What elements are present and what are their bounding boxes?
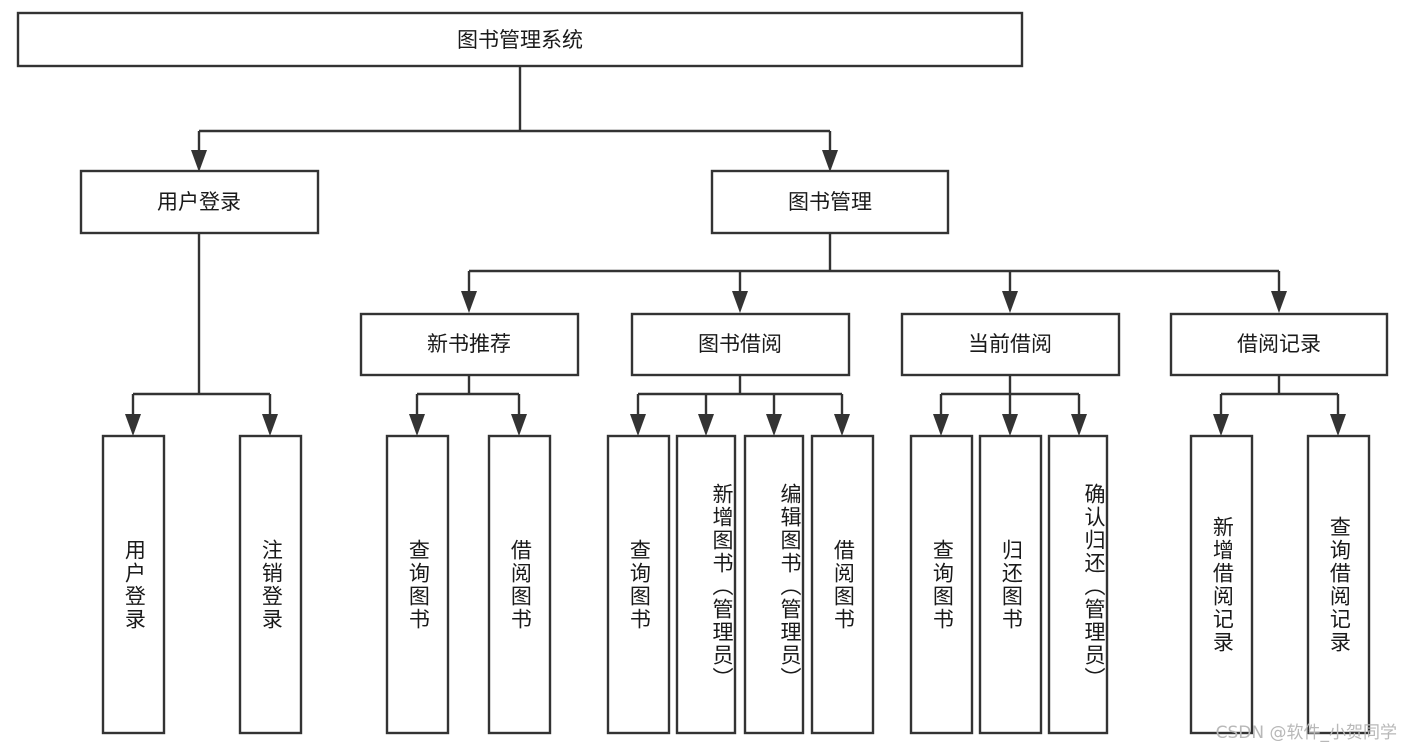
watermark-text: CSDN @软件_小贺同学 <box>1215 723 1397 743</box>
connector-current-to-leaves <box>933 375 1087 436</box>
node-root[interactable]: 图书管理系统 <box>16 11 1024 68</box>
leaf-box[interactable] <box>1047 434 1109 735</box>
node-user-login-label: 用户登录 <box>157 190 241 214</box>
node-new-book-recommend-label: 新书推荐 <box>427 332 511 356</box>
connector-root-to-level2 <box>191 66 838 172</box>
node-current-borrow[interactable]: 当前借阅 <box>900 312 1121 377</box>
connector-borrow-to-leaves <box>630 375 850 436</box>
leaf-box[interactable] <box>606 434 671 735</box>
node-new-book-recommend[interactable]: 新书推荐 <box>359 312 580 377</box>
node-book-borrow-label: 图书借阅 <box>698 332 782 356</box>
leaf-box[interactable] <box>675 434 737 735</box>
node-user-login[interactable]: 用户登录 <box>79 169 320 235</box>
connector-records-to-leaves <box>1213 375 1346 436</box>
connector-books-to-level3 <box>461 233 1287 313</box>
node-book-borrow[interactable]: 图书借阅 <box>630 312 851 377</box>
leaf-box[interactable] <box>1306 434 1371 735</box>
leaf-box[interactable] <box>487 434 552 735</box>
leaf-box[interactable] <box>978 434 1043 735</box>
node-book-management-label: 图书管理 <box>788 190 872 214</box>
connector-newbooks-to-leaves <box>409 375 527 436</box>
leaf-box[interactable] <box>743 434 805 735</box>
leaf-box[interactable] <box>810 434 875 735</box>
leaf-boxes <box>101 434 1371 735</box>
node-current-borrow-label: 当前借阅 <box>968 332 1052 356</box>
node-borrow-records-label: 借阅记录 <box>1237 332 1321 356</box>
leaf-box[interactable] <box>909 434 974 735</box>
connector-userlogin-to-leaves <box>125 233 278 436</box>
node-borrow-records[interactable]: 借阅记录 <box>1169 312 1389 377</box>
leaf-box[interactable] <box>1189 434 1254 735</box>
leaf-box[interactable] <box>101 434 166 735</box>
node-book-management[interactable]: 图书管理 <box>710 169 950 235</box>
leaf-box[interactable] <box>385 434 450 735</box>
leaf-box[interactable] <box>238 434 303 735</box>
node-root-label: 图书管理系统 <box>457 28 583 52</box>
